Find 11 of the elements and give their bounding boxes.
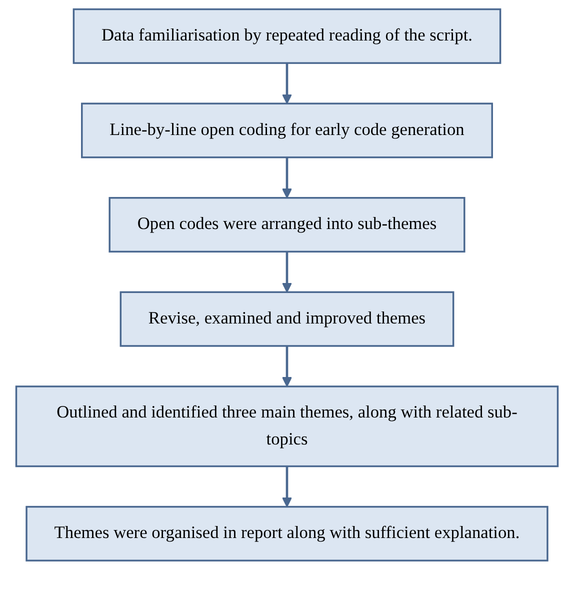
node-box: Open codes were arranged into sub-themes (108, 196, 466, 253)
node-box: Data familiarisation by repeated reading of the script. (72, 8, 502, 64)
arrow (282, 466, 292, 508)
node-box: Themes were organised in report along with sufficient explanation. (26, 506, 548, 562)
node-box: Line-by-line open coding for early code generation (81, 102, 493, 158)
arrow (282, 63, 292, 104)
arrow (282, 346, 292, 387)
arrow (282, 252, 292, 293)
arrow (282, 157, 292, 198)
node-box: Revise, examined and improved themes (120, 291, 454, 347)
node-box: Outlined and identified three main themes, along with related sub-topics (15, 386, 559, 468)
